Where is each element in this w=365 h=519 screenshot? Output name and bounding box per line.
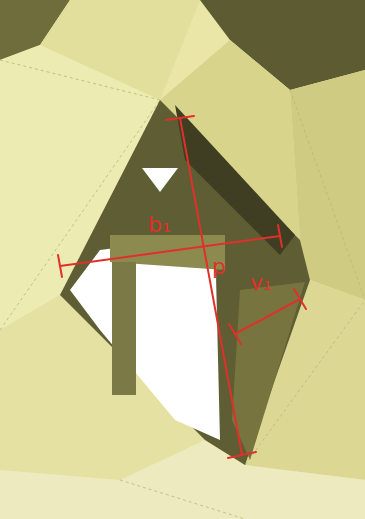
dimension-label: v₁: [250, 272, 272, 294]
dimension-label: p: [212, 256, 226, 278]
dimension-label: b₁: [148, 214, 171, 236]
